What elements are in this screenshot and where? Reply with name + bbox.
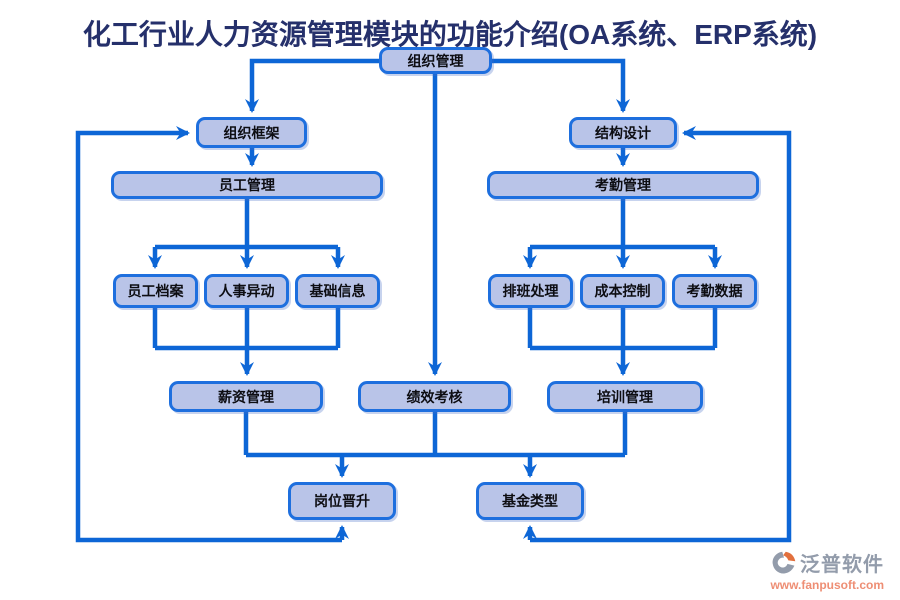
watermark-url: www.fanpusoft.com [770, 578, 884, 592]
node-shift-handle: 排班处理 [488, 274, 573, 308]
node-emp-mgmt: 员工管理 [111, 171, 383, 199]
edge-org-to-struct [492, 58, 630, 113]
edge-loop-right [530, 126, 792, 543]
edge-org-to-frame [245, 58, 379, 113]
node-perf-assess: 绩效考核 [358, 381, 511, 412]
watermark-brand: 泛普软件 [800, 554, 884, 576]
edge-loop-left [75, 126, 342, 543]
fanpu-logo-icon [771, 550, 797, 576]
node-struct-design: 结构设计 [569, 117, 677, 148]
node-salary-mgmt: 薪资管理 [169, 381, 323, 412]
node-post-promotion: 岗位晋升 [288, 482, 396, 520]
node-basic-info: 基础信息 [295, 274, 380, 308]
node-emp-archive: 员工档案 [113, 274, 198, 308]
diagram-title: 化工行业人力资源管理模块的功能介绍(OA系统、ERP系统) [82, 19, 818, 50]
node-org-mgmt: 组织管理 [379, 47, 492, 74]
node-fund-type: 基金类型 [476, 482, 584, 520]
node-cost-control: 成本控制 [580, 274, 665, 308]
node-attend-mgmt: 考勤管理 [487, 171, 759, 199]
node-attend-data: 考勤数据 [672, 274, 757, 308]
node-personnel-change: 人事异动 [204, 274, 289, 308]
node-training-mgmt: 培训管理 [547, 381, 703, 412]
node-org-frame: 组织框架 [196, 117, 307, 148]
watermark: 泛普软件 www.fanpusoft.com [749, 548, 884, 592]
